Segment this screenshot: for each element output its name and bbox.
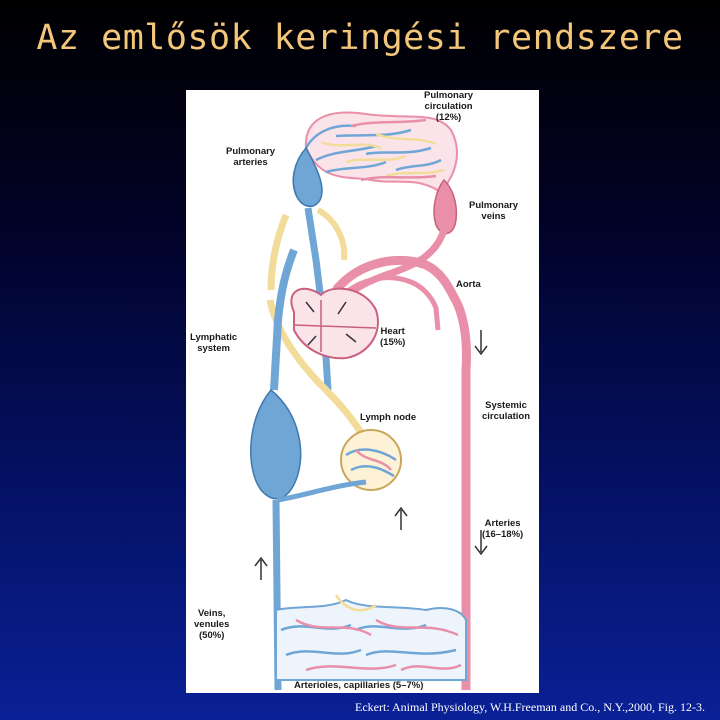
slide-title: Az emlősök keringési rendszere [36,18,684,58]
systemic-capillary-bed [275,594,467,681]
lymph-node [340,429,402,491]
circulation-diagram [250,111,488,691]
label-aorta: Aorta [456,279,481,290]
pulmonary-artery-vessel [292,146,332,391]
label-heart: Heart (15%) [380,326,406,348]
label-arteries: Arteries (16–18%) [482,518,524,540]
label-lymph-node: Lymph node [360,412,417,423]
aorta-vessel [332,255,471,690]
label-veins-venules: Veins, venules (50%) [194,608,230,641]
label-pulmonary-arteries: Pulmonary arteries [226,146,276,168]
pulmonary-capillary-bed [304,111,458,197]
label-pulmonary-veins: Pulmonary veins [469,200,519,222]
citation: Eckert: Animal Physiology, W.H.Freeman a… [355,700,705,714]
label-pulmonary-circulation: Pulmonary circulation (12%) [424,90,474,123]
flow-arrows [254,330,488,580]
circulation-figure: Pulmonary circulation (12%) Pulmonary ar… [186,90,539,693]
heart [290,287,379,360]
label-lymphatic-system: Lymphatic system [190,332,238,354]
label-arterioles-capillaries: Arterioles, capillaries (5–7%) [294,680,424,691]
label-systemic-circulation: Systemic circulation [482,400,531,422]
